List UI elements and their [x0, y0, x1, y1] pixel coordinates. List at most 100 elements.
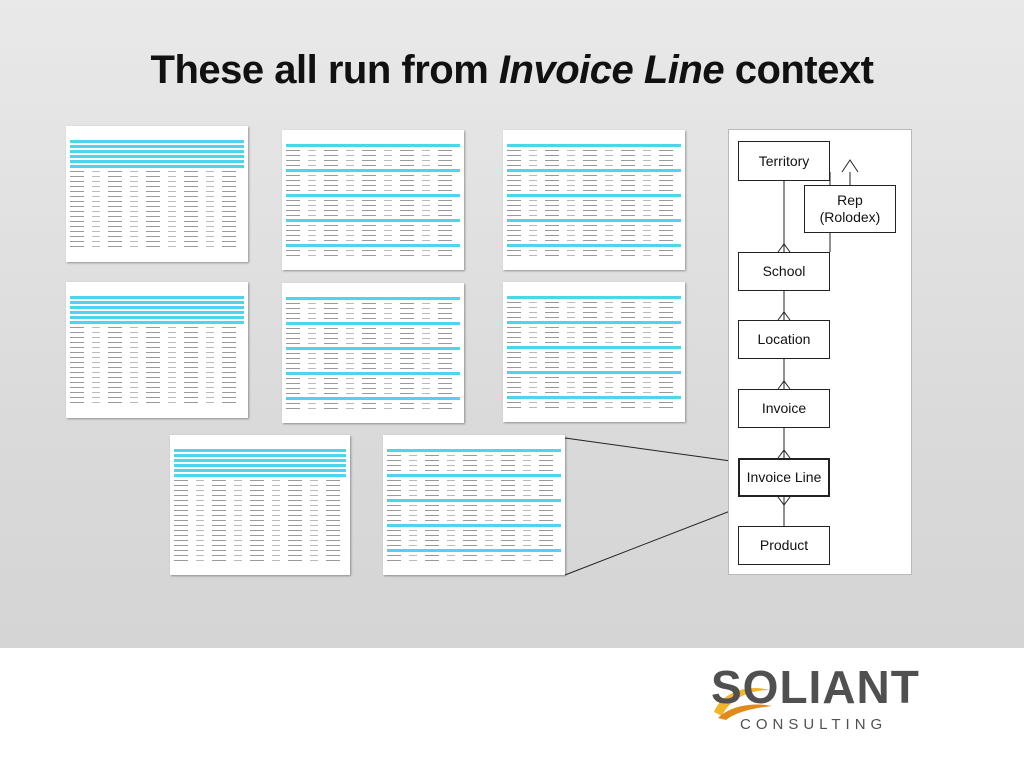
- entity-label: Location: [757, 331, 811, 347]
- report-row: [507, 337, 681, 338]
- report-row: [174, 550, 346, 551]
- report-row: [507, 225, 681, 226]
- report-row: [507, 235, 681, 236]
- report-row: [387, 470, 561, 471]
- report-row: [174, 530, 346, 531]
- report-row: [286, 363, 460, 364]
- report-row: [286, 393, 460, 394]
- report-row: [70, 316, 244, 319]
- report-row: [507, 362, 681, 363]
- report-thumbnail: [503, 282, 685, 422]
- report-row: [387, 535, 561, 536]
- report-row: [507, 377, 681, 378]
- entity-label: School: [762, 263, 806, 279]
- report-row: [70, 150, 244, 153]
- report-row: [507, 317, 681, 318]
- report-row: [70, 140, 244, 143]
- report-row: [507, 185, 681, 186]
- report-row: [387, 490, 561, 491]
- report-row: [387, 549, 561, 552]
- report-row: [70, 296, 244, 299]
- report-row: [70, 347, 244, 348]
- report-row: [70, 160, 244, 163]
- report-row: [70, 337, 244, 338]
- report-row: [286, 397, 460, 400]
- report-row: [174, 454, 346, 457]
- report-row: [70, 191, 244, 192]
- report-row: [286, 328, 460, 329]
- report-row: [507, 194, 681, 197]
- report-row: [387, 449, 561, 452]
- report-row: [174, 490, 346, 491]
- report-row: [174, 535, 346, 536]
- report-row: [387, 465, 561, 466]
- report-row: [70, 221, 244, 222]
- report-row: [507, 210, 681, 211]
- report-row: [507, 175, 681, 176]
- report-row: [286, 303, 460, 304]
- report-row: [286, 150, 460, 151]
- report-row: [286, 244, 460, 247]
- report-thumbnail: [503, 130, 685, 270]
- report-row: [286, 225, 460, 226]
- report-row: [507, 346, 681, 349]
- report-row: [387, 560, 561, 561]
- report-row: [507, 150, 681, 151]
- report-row: [286, 318, 460, 319]
- report-row: [507, 296, 681, 299]
- report-row: [70, 231, 244, 232]
- report-row: [286, 378, 460, 379]
- entity-location: Location: [738, 320, 830, 359]
- report-row: [507, 160, 681, 161]
- report-row: [286, 194, 460, 197]
- report-row: [507, 244, 681, 247]
- report-row: [70, 311, 244, 314]
- soliant-logo: SOLIANT CONSULTING: [708, 658, 919, 744]
- report-row: [286, 313, 460, 314]
- report-row: [507, 302, 681, 303]
- report-row: [286, 240, 460, 241]
- report-row: [70, 206, 244, 207]
- report-row: [507, 240, 681, 241]
- report-row: [387, 530, 561, 531]
- report-row: [70, 387, 244, 388]
- report-row: [286, 322, 460, 325]
- report-row: [286, 185, 460, 186]
- report-row: [387, 499, 561, 502]
- report-row: [286, 200, 460, 201]
- report-row: [286, 230, 460, 231]
- report-row: [174, 474, 346, 477]
- report-row: [70, 397, 244, 398]
- report-row: [286, 219, 460, 222]
- report-row: [387, 480, 561, 481]
- report-thumbnail: [282, 283, 464, 423]
- report-row: [286, 358, 460, 359]
- report-row: [387, 485, 561, 486]
- report-row: [507, 250, 681, 251]
- entity-school: School: [738, 252, 830, 291]
- entity-label: Product: [759, 537, 809, 553]
- report-row: [387, 515, 561, 516]
- report-row: [507, 144, 681, 147]
- report-row: [174, 545, 346, 546]
- report-row: [286, 235, 460, 236]
- report-row: [507, 205, 681, 206]
- report-row: [174, 464, 346, 467]
- report-row: [507, 342, 681, 343]
- report-row: [387, 520, 561, 521]
- report-row: [286, 383, 460, 384]
- report-row: [174, 459, 346, 462]
- report-row: [70, 362, 244, 363]
- entity-label: Rep (Rolodex): [819, 192, 881, 225]
- report-row: [507, 407, 681, 408]
- report-row: [507, 387, 681, 388]
- report-row: [507, 169, 681, 172]
- report-row: [70, 186, 244, 187]
- logo-subtext: CONSULTING: [740, 716, 888, 733]
- report-row: [507, 382, 681, 383]
- report-row: [70, 171, 244, 172]
- report-row: [387, 495, 561, 496]
- entity-label: Invoice Line: [746, 469, 822, 485]
- report-row: [387, 555, 561, 556]
- report-row: [174, 505, 346, 506]
